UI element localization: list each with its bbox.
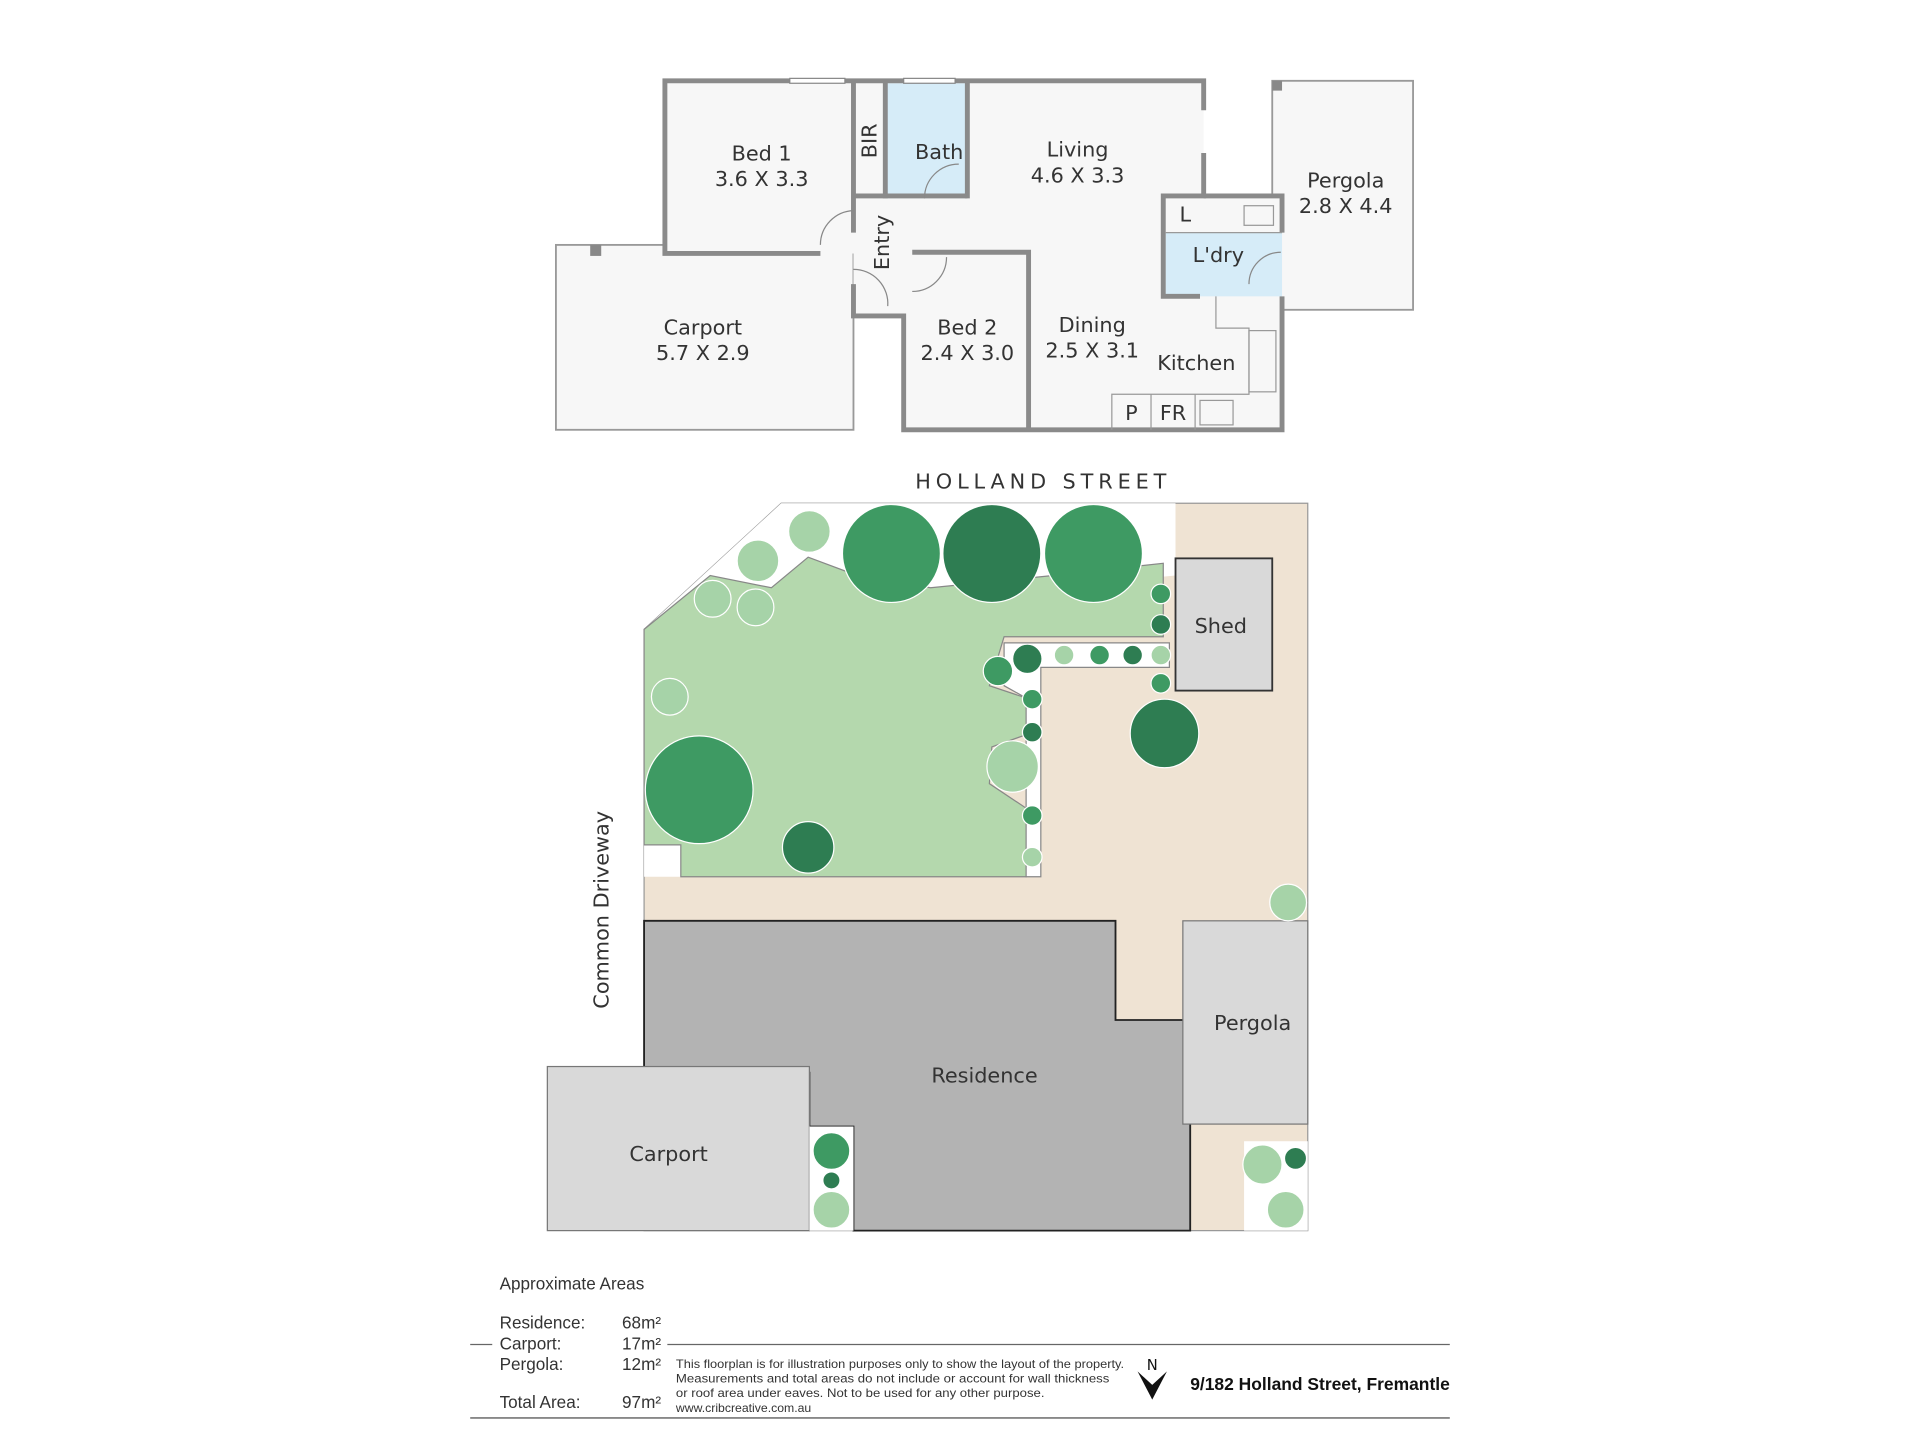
room-name: Bed 1 [732, 141, 792, 165]
bath-label: Bath [915, 140, 963, 164]
room-size: 5.7 X 2.9 [656, 341, 750, 365]
north-arrow-icon [1137, 1371, 1167, 1400]
area-value: 17m² [622, 1333, 661, 1353]
areas-title: Approximate Areas [500, 1273, 645, 1293]
shed-label: Shed [1195, 614, 1247, 638]
room-size: 2.4 X 3.0 [921, 341, 1015, 365]
shed [1174, 557, 1274, 692]
room-size: 3.6 X 3.3 [715, 167, 809, 191]
disclaimer-line: Measurements and total areas do not incl… [676, 1371, 1109, 1385]
residence-label: Residence [931, 1063, 1037, 1087]
laundry-label: L'dry [1193, 243, 1244, 267]
entry-label: Entry [870, 215, 894, 270]
disclaimer-line: This floorplan is for illustration purpo… [676, 1357, 1124, 1371]
pergola-area [1271, 79, 1414, 311]
site-plan: HOLLAND STREET Shed Residence Carport Pe… [546, 470, 1309, 1232]
laundry-tiles [1165, 232, 1283, 297]
shrub-icon [736, 539, 780, 583]
disclaimer-line: or roof area under eaves. Not to be used… [676, 1386, 1045, 1400]
shrub-icon [736, 588, 775, 627]
room-size: 2.8 X 4.4 [1299, 194, 1393, 218]
carport [546, 1065, 810, 1232]
pantry-label: P [1125, 401, 1138, 425]
room-size: 2.5 X 3.1 [1045, 339, 1139, 363]
carport-label: Carport [629, 1142, 707, 1166]
door-swing [819, 210, 854, 245]
tree-icon [841, 503, 942, 604]
driveway-label: Common Driveway [590, 811, 614, 1009]
lawn [643, 556, 1164, 878]
website-link: www.cribcreative.com.au [675, 1401, 811, 1415]
sink-icon [1248, 330, 1277, 393]
area-value: 12m² [622, 1354, 661, 1374]
fridge-label: FR [1160, 401, 1186, 425]
linen-label: L [1180, 203, 1192, 227]
trees [644, 503, 1308, 1229]
room-name: Bed 2 [937, 315, 997, 339]
tree-icon [781, 821, 835, 874]
property-address: 9/182 Holland Street, Fremantle [1190, 1374, 1450, 1394]
floor-plan: Bed 1 3.6 X 3.3 Living 4.6 X 3.3 Pergola… [555, 77, 1414, 433]
shrub-icon [787, 510, 831, 553]
footer: Approximate Areas Residence: 68m² Carpor… [470, 1273, 1450, 1419]
area-label: Residence: [500, 1313, 586, 1333]
pergola-label: Pergola [1214, 1011, 1291, 1035]
shrub-icon [693, 579, 732, 618]
tree-icon [644, 735, 754, 845]
area-value: 68m² [622, 1313, 661, 1333]
carport-area [555, 243, 855, 431]
tree-icon [942, 503, 1042, 604]
kitchen-label: Kitchen [1157, 351, 1235, 375]
room-name: Pergola [1307, 168, 1384, 192]
bath-tiles [885, 83, 968, 199]
room-name: Dining [1059, 313, 1126, 337]
street-label: HOLLAND STREET [915, 470, 1171, 494]
room-name: Living [1047, 138, 1109, 162]
tree-icon [1043, 503, 1144, 604]
area-value: 97m² [622, 1392, 661, 1412]
area-label: Carport: [500, 1333, 562, 1353]
area-label: Total Area: [500, 1392, 581, 1412]
bir-label: BIR [858, 123, 882, 158]
tree-icon [1129, 698, 1200, 769]
pergola [1182, 920, 1309, 1125]
north-label: N [1147, 1357, 1158, 1374]
shrub-icon [986, 740, 1039, 793]
room-name: Carport [664, 315, 742, 339]
area-label: Pergola: [500, 1354, 564, 1374]
room-size: 4.6 X 3.3 [1031, 163, 1125, 187]
shrub-icon [650, 677, 689, 716]
